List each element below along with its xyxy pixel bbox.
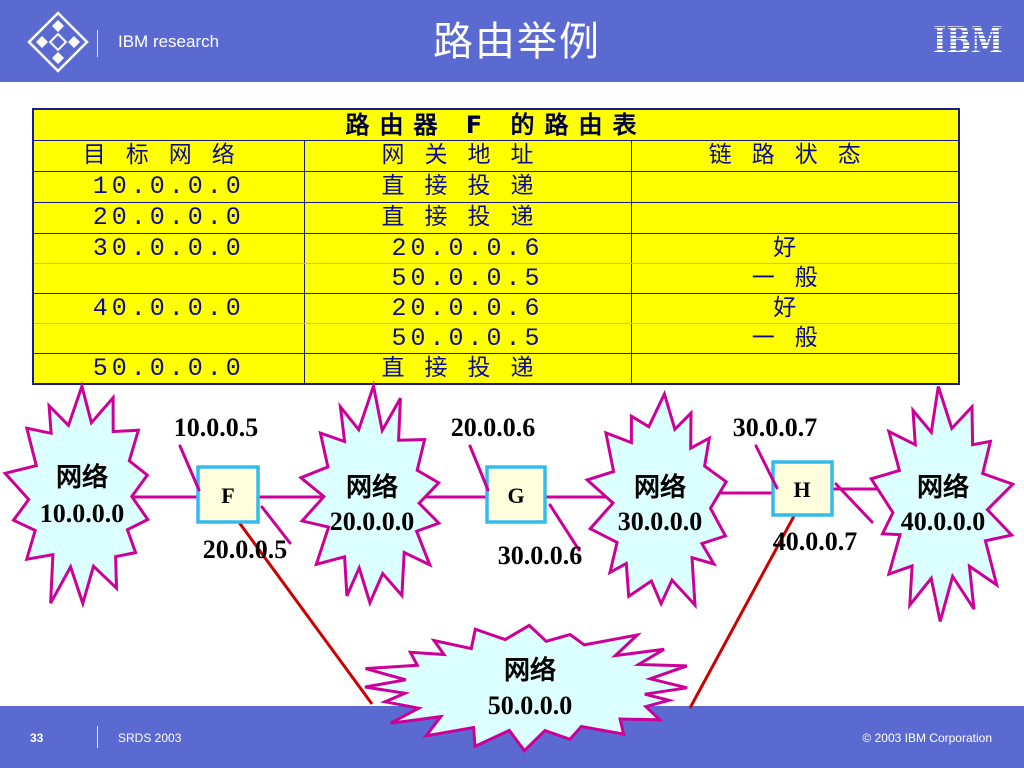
router-h-label: H (793, 477, 810, 502)
router-h (771, 460, 834, 517)
cell-destination: 20.0.0.0 (32, 201, 305, 234)
network-cloud-40-label: 网络 (917, 472, 969, 502)
network-cloud-40-address: 40.0.0.0 (901, 507, 986, 536)
cell-destination (32, 262, 305, 294)
ibm-research-diamond-icon (27, 11, 89, 73)
interface-pointers (178, 444, 874, 552)
footer-divider (97, 726, 98, 748)
cell-destination: 40.0.0.0 (32, 292, 305, 324)
network-cloud-10 (2, 381, 151, 609)
network-cloud-40 (868, 386, 1016, 622)
network-cloud-10-address: 10.0.0.0 (40, 499, 125, 528)
router-g-label: G (507, 483, 524, 508)
interface-label: 10.0.0.5 (174, 413, 259, 442)
network-cloud-10-label: 网络 (56, 462, 108, 492)
interface-label: 40.0.0.7 (773, 527, 858, 556)
network-cloud-30 (584, 389, 729, 610)
interface-label: 30.0.0.7 (733, 413, 818, 442)
copyright: © 2003 IBM Corporation (862, 731, 992, 745)
cell-destination: 50.0.0.0 (32, 352, 305, 385)
pointer-20-0-0-5 (260, 505, 292, 545)
table-row: 40.0.0.0 20.0.0.6 好 (32, 292, 960, 324)
ibm-logo: IBM (933, 20, 1003, 62)
cell-gateway: 直接投递 (303, 201, 632, 234)
cell-gateway: 直接投递 (303, 352, 632, 385)
router-f (196, 465, 260, 524)
network-cloud-20-address: 20.0.0.0 (330, 507, 415, 536)
org-name: IBM research (118, 32, 220, 51)
network-cloud-50-label: 网络 (504, 655, 556, 685)
table-row: 50.0.0.0 直接投递 (32, 352, 960, 385)
interface-labels: 10.0.0.5 20.0.0.5 20.0.0.6 30.0.0.6 30.0… (174, 413, 858, 570)
cell-gateway: 直接投递 (303, 170, 632, 203)
table-row: 30.0.0.0 20.0.0.6 好 (32, 232, 960, 264)
header-divider (97, 30, 98, 57)
pointer-30-0-0-7 (754, 444, 779, 490)
cell-status: 一般 (630, 322, 960, 354)
table-row: 10.0.0.0 直接投递 (32, 170, 960, 203)
interface-label: 20.0.0.5 (203, 535, 288, 564)
cell-gateway: 50.0.0.5 (303, 322, 632, 354)
routing-table-title: 路由器 F 的路由表 (32, 108, 960, 141)
table-subrow: 50.0.0.5 一般 (32, 262, 960, 294)
cell-status (630, 170, 960, 203)
cell-gateway: 20.0.0.6 (303, 292, 632, 324)
lan-links (130, 487, 900, 499)
pointer-40-0-0-7 (834, 482, 874, 524)
cell-status: 一般 (630, 262, 960, 294)
router-g (485, 465, 547, 524)
cell-gateway: 20.0.0.6 (303, 232, 632, 264)
table-row: 20.0.0.0 直接投递 (32, 201, 960, 234)
pointer-20-0-0-6 (468, 444, 490, 492)
link-router-f-net50 (228, 509, 374, 705)
table-header-row: 目标网络 网关地址 链路状态 (32, 139, 960, 172)
header-bar: IBM research 路由举例 IBM (0, 0, 1024, 82)
cell-destination: 30.0.0.0 (32, 232, 305, 264)
cell-destination (32, 322, 305, 354)
cell-gateway: 50.0.0.5 (303, 262, 632, 294)
cell-status (630, 201, 960, 234)
pointer-10-0-0-5 (178, 444, 201, 492)
cell-status (630, 352, 960, 385)
cell-destination: 10.0.0.0 (32, 170, 305, 203)
footer-bar: 33 SRDS 2003 © 2003 IBM Corporation (0, 706, 1024, 768)
link-router-h-net50 (688, 504, 802, 709)
table-subrow: 50.0.0.5 一般 (32, 322, 960, 354)
wan-links (228, 504, 802, 709)
pointer-30-0-0-6 (548, 503, 581, 552)
table-title-row: 路由器 F 的路由表 (32, 108, 960, 141)
interface-label: 30.0.0.6 (498, 541, 583, 570)
cell-status: 好 (630, 292, 960, 324)
network-labels: 网络 10.0.0.0 网络 20.0.0.0 网络 30.0.0.0 网络 4… (40, 462, 986, 720)
network-cloud-20-label: 网络 (346, 472, 398, 502)
column-header-destination: 目标网络 (32, 139, 305, 172)
network-cloud-30-label: 网络 (634, 472, 686, 502)
page-number: 33 (30, 731, 44, 745)
column-header-gateway: 网关地址 (303, 139, 632, 172)
routing-table: 路由器 F 的路由表 目标网络 网关地址 链路状态 10.0.0.0 直接投递 … (32, 108, 961, 385)
router-f-label: F (221, 483, 234, 508)
routers: F G H (196, 460, 834, 524)
event-name: SRDS 2003 (118, 731, 182, 745)
network-cloud-30-address: 30.0.0.0 (618, 507, 703, 536)
network-clouds (2, 380, 1016, 753)
slide-title: 路由举例 (433, 19, 601, 65)
interface-label: 20.0.0.6 (451, 413, 536, 442)
column-header-link-status: 链路状态 (630, 139, 960, 172)
network-cloud-20 (297, 380, 442, 608)
cell-status: 好 (630, 232, 960, 264)
